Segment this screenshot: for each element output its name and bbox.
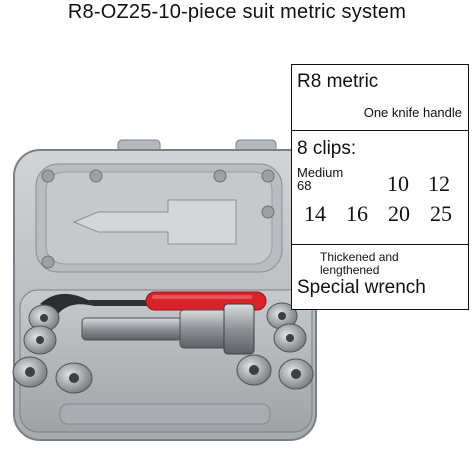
spec-row-clips: 8 clips: Medium 68 10 12 14 16 20 25 bbox=[292, 131, 468, 245]
product-title: R8-OZ25-10-piece suit metric system bbox=[67, 1, 407, 23]
clip-size: 25 bbox=[430, 201, 452, 226]
screw-icon bbox=[261, 205, 275, 219]
thickened-line-2: lengthened bbox=[320, 263, 380, 277]
spec-panel: R8 metric One knife handle 8 clips: Medi… bbox=[291, 64, 469, 310]
screw-icon bbox=[261, 169, 275, 183]
screw-icon bbox=[41, 169, 55, 183]
spec-row-arbor: R8 metric One knife handle bbox=[292, 65, 468, 131]
screw-icon bbox=[213, 169, 227, 183]
collets bbox=[12, 302, 314, 394]
clips-label: 8 clips: bbox=[297, 138, 357, 159]
r8-arbor-shank bbox=[81, 317, 183, 341]
lid-tool-outline bbox=[72, 199, 237, 245]
sixty-eight-text: 68 bbox=[297, 178, 312, 193]
r8-label: R8 metric bbox=[297, 71, 379, 92]
thickened-note: Thickened and lengthened bbox=[320, 251, 399, 277]
thickened-line-1: Thickened and bbox=[320, 250, 399, 264]
clip-size: 20 bbox=[388, 201, 410, 226]
clip-size: 16 bbox=[346, 201, 368, 226]
screw-icon bbox=[41, 255, 55, 269]
clip-size: 12 bbox=[428, 171, 450, 196]
screw-icon bbox=[89, 169, 103, 183]
medium-label: Medium 68 bbox=[297, 166, 343, 192]
wrench-label: Special wrench bbox=[297, 277, 426, 298]
clip-size: 10 bbox=[387, 171, 409, 196]
knife-handle-label: One knife handle bbox=[363, 105, 462, 120]
medium-text: Medium bbox=[297, 165, 344, 180]
spec-row-wrench: Thickened and lengthened Special wrench bbox=[292, 245, 468, 309]
clip-size: 14 bbox=[304, 201, 326, 226]
